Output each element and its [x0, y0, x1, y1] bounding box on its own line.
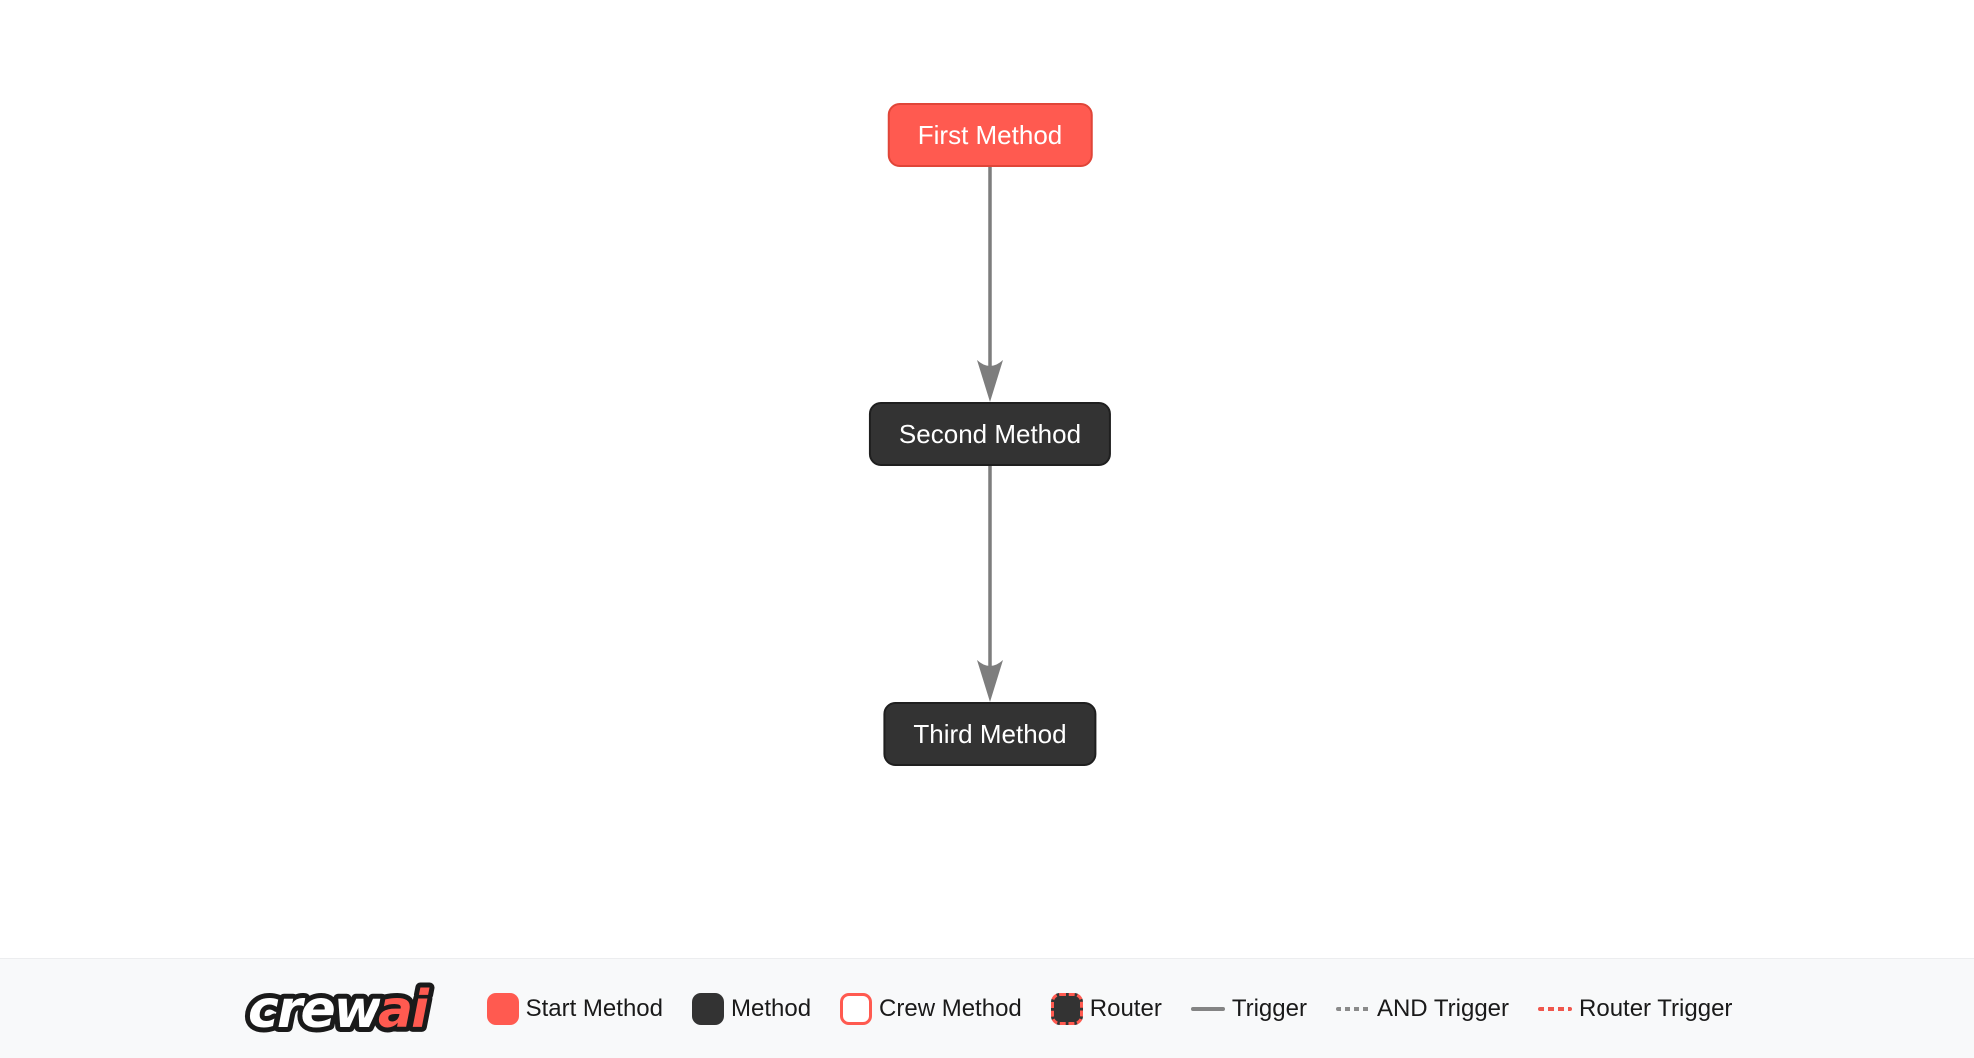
logo-text-crew: crew: [248, 980, 383, 1040]
legend-item-trigger: Trigger: [1190, 994, 1307, 1023]
arrowhead-icon: [977, 360, 1003, 402]
legend-label: Router: [1089, 994, 1162, 1022]
legend-label: AND Trigger: [1376, 994, 1510, 1022]
node-second-method[interactable]: Second Method: [868, 402, 1112, 466]
crewai-logo: crew ai: [243, 975, 437, 1045]
node-first-method[interactable]: First Method: [887, 103, 1093, 167]
logo-text-ai: ai: [378, 980, 430, 1040]
trigger-line-icon: [1190, 1006, 1225, 1011]
legend-item-start-method: Start Method: [486, 992, 663, 1025]
legend-label: Start Method: [525, 994, 663, 1022]
method-swatch-icon: [691, 992, 724, 1025]
legend-item-router-trigger: Router Trigger: [1538, 995, 1732, 1023]
legend-label: Crew Method: [879, 994, 1022, 1022]
legend-bar: crew ai Start Method Method Crew Method …: [0, 958, 1974, 1058]
legend-item-router: Router: [1050, 992, 1162, 1025]
legend-item-method: Method: [691, 992, 812, 1025]
flow-canvas[interactable]: First Method Second Method Third Method: [0, 0, 1974, 958]
router-swatch-icon: [1050, 992, 1083, 1025]
edge-trigger-first-to-second: [977, 167, 1003, 402]
and-trigger-line-icon: [1335, 1006, 1370, 1011]
edge-trigger-second-to-third: [977, 466, 1003, 702]
crew-method-swatch-icon: [840, 992, 873, 1025]
router-trigger-line-icon: [1538, 1006, 1573, 1011]
edges-layer: [977, 167, 1003, 702]
legend-item-crew-method: Crew Method: [840, 992, 1022, 1025]
legend-label: Method: [730, 994, 812, 1022]
legend-label: Trigger: [1231, 994, 1307, 1022]
arrowhead-icon: [977, 660, 1003, 702]
legend-item-and-trigger: AND Trigger: [1335, 994, 1510, 1023]
start-method-swatch-icon: [486, 992, 519, 1025]
legend-label: Router Trigger: [1579, 994, 1733, 1022]
node-third-method[interactable]: Third Method: [883, 702, 1097, 766]
